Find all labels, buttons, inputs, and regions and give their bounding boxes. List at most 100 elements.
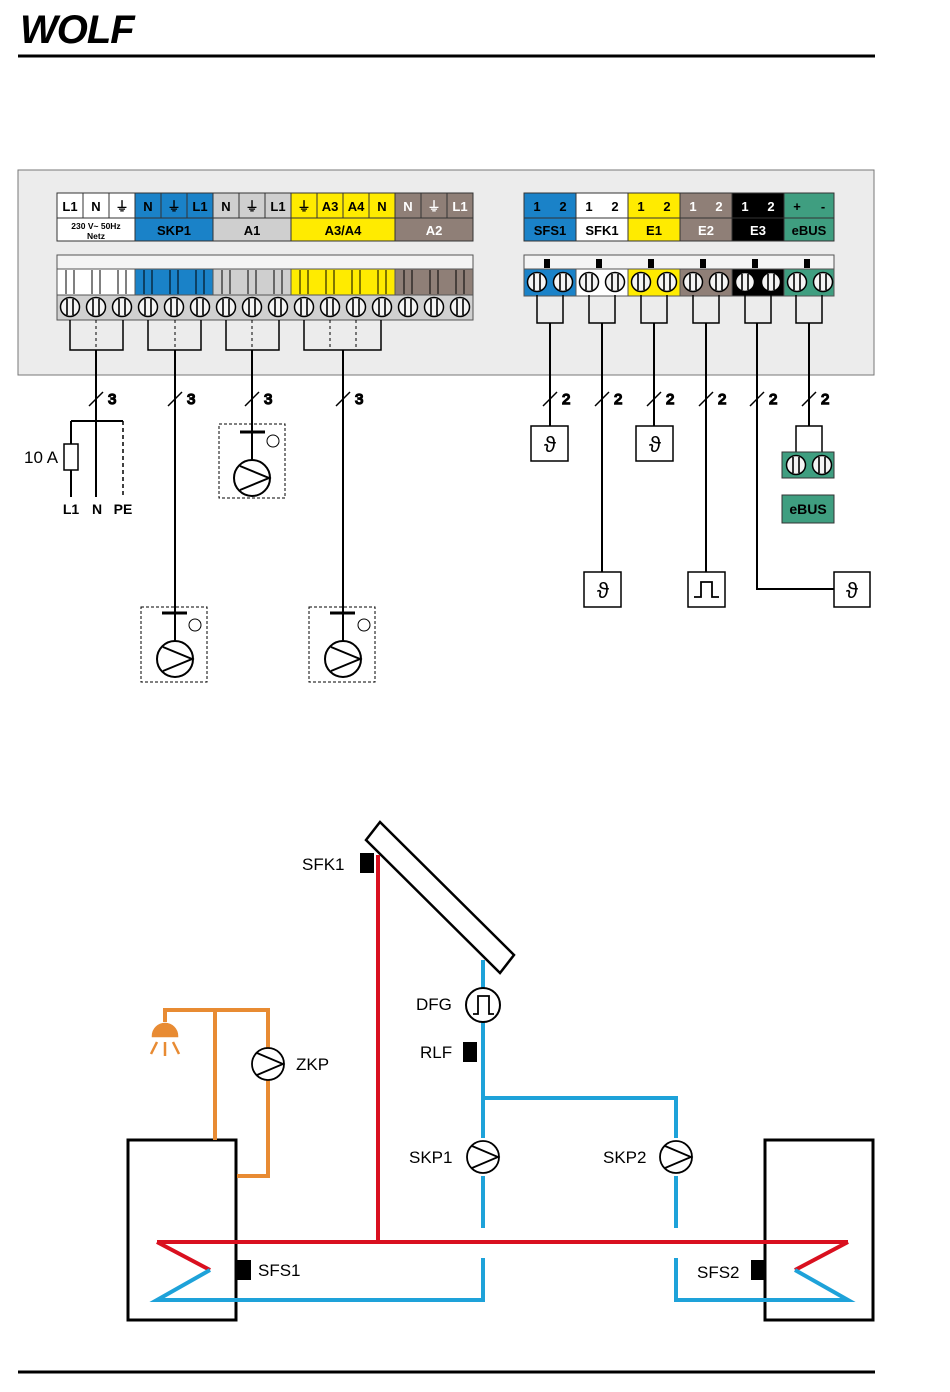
terminal-screw xyxy=(243,298,262,317)
terminal-screw xyxy=(580,273,599,292)
terminal-screw xyxy=(269,298,288,317)
terminal-screw xyxy=(736,273,755,292)
label-sfs1: SFS1 xyxy=(258,1261,301,1280)
group-a1: A1 xyxy=(244,223,261,238)
terminal-screw xyxy=(321,298,340,317)
pin-label: - xyxy=(821,199,825,214)
terminal-screw xyxy=(165,298,184,317)
ebus-connector: eBUS xyxy=(782,426,834,523)
storage-tank-2 xyxy=(765,1140,873,1320)
label-sfs2: SFS2 xyxy=(697,1263,740,1282)
group-ebus: eBUS xyxy=(792,223,827,238)
fuse-icon xyxy=(64,444,78,470)
group-a3a4: A3/A4 xyxy=(325,223,363,238)
pulse-sensor-e2 xyxy=(688,572,725,607)
sensor-symbol: ϑ xyxy=(597,578,609,603)
group-e1: E1 xyxy=(646,223,662,238)
sensor-sfk1: ϑ xyxy=(584,572,621,607)
wire-count-label: 2 xyxy=(614,391,622,408)
wire-count-label: 2 xyxy=(666,391,674,408)
sensor-sfk1-block xyxy=(360,853,374,873)
group-e2: E2 xyxy=(698,223,714,238)
mains-pe: PE xyxy=(114,501,133,517)
mains-l1: L1 xyxy=(63,501,80,517)
terminal-label: N xyxy=(377,199,386,214)
left-terminal-strip xyxy=(57,255,473,320)
ground-icon xyxy=(189,619,201,631)
label-skp1: SKP1 xyxy=(409,1148,452,1167)
label-dfg: DFG xyxy=(416,995,452,1014)
pin-label: 2 xyxy=(767,199,774,214)
group-sfk1: SFK1 xyxy=(585,223,618,238)
pin-label: 2 xyxy=(715,199,722,214)
terminal-screw xyxy=(788,273,807,292)
hydraulic-diagram: SFK1 DFG RLF ZKP SKP1 SKP2 SFS1 SFS2 xyxy=(128,822,873,1320)
terminal-screw xyxy=(295,298,314,317)
terminal-screw xyxy=(139,298,158,317)
terminal-screw xyxy=(399,298,418,317)
pin-label: 2 xyxy=(559,199,566,214)
terminal-label: ⏚ xyxy=(427,199,440,214)
terminal-label: A4 xyxy=(348,199,365,214)
tap-icon xyxy=(151,1024,179,1056)
ebus-label: eBUS xyxy=(789,501,826,517)
terminal-screw xyxy=(632,273,651,292)
logo-text: WOLF xyxy=(20,8,136,52)
terminal-screw xyxy=(528,273,547,292)
pin-label: 2 xyxy=(611,199,618,214)
pin-label: 1 xyxy=(741,199,748,214)
terminal-screw xyxy=(191,298,210,317)
label-skp2: SKP2 xyxy=(603,1148,646,1167)
terminal-label: N xyxy=(143,199,152,214)
terminal-screw xyxy=(658,273,677,292)
sensor-e1: ϑ xyxy=(636,426,673,461)
netz-label: Netz xyxy=(87,231,105,241)
terminal-label: L1 xyxy=(452,199,467,214)
terminal-screw xyxy=(606,273,625,292)
terminal-screw xyxy=(373,298,392,317)
sensor-sfs2-block xyxy=(751,1260,765,1280)
sensor-rlf-block xyxy=(463,1042,477,1062)
right-terminal-strip xyxy=(524,255,834,296)
terminal-screw xyxy=(347,298,366,317)
terminal-screw xyxy=(113,298,132,317)
wire-count-label: 2 xyxy=(718,391,726,408)
flow-meter-dfg xyxy=(466,988,500,1022)
pin-label: 1 xyxy=(689,199,696,214)
wire-count-label: 3 xyxy=(187,391,195,408)
terminal-label: L1 xyxy=(270,199,285,214)
terminal-screw xyxy=(451,298,470,317)
terminal-screw xyxy=(425,298,444,317)
label-sfk1: SFK1 xyxy=(302,855,345,874)
sensor-symbol: ϑ xyxy=(846,578,858,603)
group-sfs1: SFS1 xyxy=(534,223,567,238)
terminal-label: ⏚ xyxy=(297,199,310,214)
ground-icon xyxy=(267,435,279,447)
terminal-screw xyxy=(554,273,573,292)
pump-skp1 xyxy=(141,607,207,682)
storage-tank-1 xyxy=(128,1140,236,1320)
sensor-sfs1: ϑ xyxy=(531,426,568,461)
group-skp1: SKP1 xyxy=(157,223,191,238)
label-rlf: RLF xyxy=(420,1043,452,1062)
group-e3: E3 xyxy=(750,223,766,238)
pin-label: 1 xyxy=(637,199,644,214)
brand-logo: WOLF xyxy=(20,8,136,52)
sensor-sfs1-block xyxy=(237,1260,251,1280)
terminal-label: N xyxy=(91,199,100,214)
terminal-screw xyxy=(710,273,729,292)
wire-count-label: 3 xyxy=(355,391,363,408)
pin-label: 2 xyxy=(663,199,670,214)
terminal-screw xyxy=(217,298,236,317)
fuse-label: 10 A xyxy=(24,448,59,467)
terminal-screw xyxy=(814,273,833,292)
terminal-label: N xyxy=(221,199,230,214)
pin-label: 1 xyxy=(533,199,540,214)
terminal-label: ⏚ xyxy=(167,199,180,214)
wire-count-label: 2 xyxy=(562,391,570,408)
terminal-screw xyxy=(61,298,80,317)
sensor-symbol: ϑ xyxy=(544,432,556,457)
